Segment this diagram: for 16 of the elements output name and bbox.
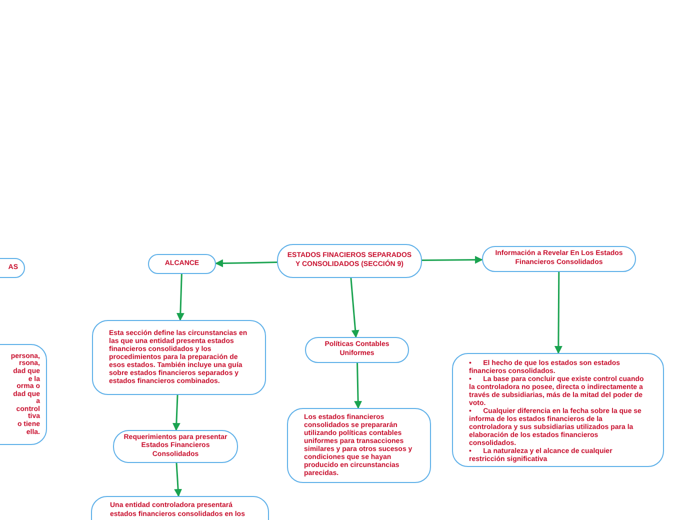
arrow <box>554 272 562 354</box>
rounded-box <box>305 337 409 363</box>
rounded-box <box>482 246 636 272</box>
arrow <box>172 394 180 431</box>
rounded-box <box>277 244 422 278</box>
rounded-box <box>452 353 664 467</box>
rounded-box <box>113 430 238 463</box>
arrow <box>350 278 360 338</box>
arrow <box>176 274 184 321</box>
arrow <box>422 256 483 264</box>
rounded-box <box>148 254 216 274</box>
rounded-box <box>287 408 431 483</box>
arrow <box>354 362 362 409</box>
arrow <box>215 259 278 268</box>
arrow <box>174 462 182 497</box>
rounded-box <box>92 320 266 395</box>
